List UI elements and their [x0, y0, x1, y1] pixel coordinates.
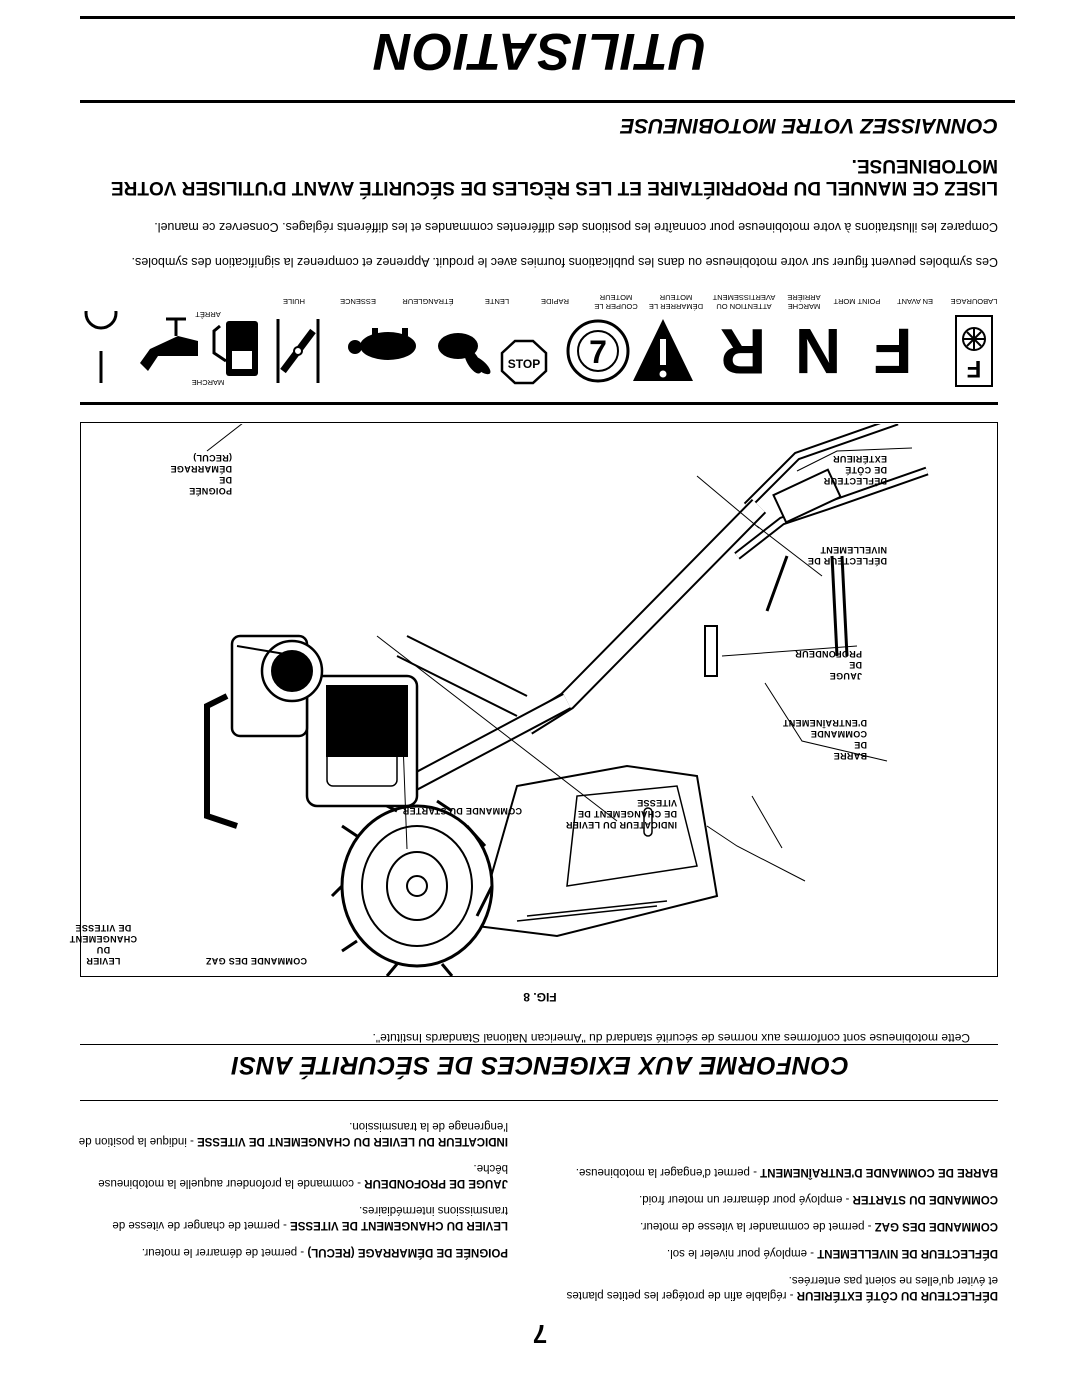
- symbol-label: MARCHE: [191, 378, 225, 387]
- symbol-icons: F F N R 7 STOP: [84, 311, 993, 387]
- section-subtitle: CONNAISSEZ VOTRE MOTOBINEUSE: [620, 114, 998, 137]
- divider: [80, 1044, 998, 1045]
- read-manual-heading: LISEZ CE MANUEL DU PROPRIÉTAIRE ET LES R…: [110, 155, 998, 198]
- figure-label: FIG. 8: [523, 990, 557, 1004]
- definition-item: POIGNÉE DE DÉMARRAGE (RECUL) - permet de…: [141, 1246, 508, 1258]
- choke-icon: [276, 319, 320, 383]
- symbols-row: F F N R 7 STOP: [80, 276, 998, 391]
- page-number: 7: [532, 1319, 548, 1349]
- forward-letter-icon: F: [873, 315, 912, 387]
- symbol-label: LENTE: [484, 297, 510, 306]
- definition-item: LEVIER DU CHANGEMENT DE VITESSE - permet…: [112, 1204, 508, 1231]
- definition-item: DÉFLECTEUR DU CÔTÉ EXTÉRIEUR - réglable …: [566, 1274, 998, 1301]
- reverse-letter-icon: R: [720, 315, 766, 387]
- engine-start-icon: 7: [566, 319, 630, 383]
- definition-item: COMMANDE DES GAZ - permet de commander l…: [640, 1220, 998, 1232]
- divider: [80, 402, 998, 405]
- stop-icon: STOP: [500, 339, 548, 385]
- symbol-label: EN AVANT: [897, 297, 933, 306]
- compare-intro: Comparez les illustrations à votre motob…: [154, 220, 998, 234]
- svg-text:F: F: [967, 355, 982, 382]
- callout-jauge-profondeur: JAUGE DE PROFONDEUR: [794, 649, 862, 681]
- symbol-label: POINT MORT: [833, 297, 881, 306]
- ansi-text: Cette motobineuse sont conformes aux nor…: [372, 1031, 970, 1045]
- callout-indicateur-levier: INDICATEUR DU LEVIER DE CHANGEMENT DE VI…: [565, 798, 677, 830]
- callout-deflecteur-exterieur: DÉFLECTEUR DE CÔTÉ EXTÉRIEUR: [823, 454, 888, 486]
- divider: [80, 1100, 998, 1101]
- definition-item: BARRE DE COMMANDE D'ENTRAÎNEMENT - perme…: [575, 1166, 998, 1178]
- callout-commande-des-gaz: COMMANDE DES GAZ: [205, 956, 307, 966]
- neutral-letter-icon: N: [795, 315, 841, 387]
- symbol-label: MARCHE ARRIÈRE: [787, 293, 821, 311]
- callout-barre-commande: BARRE DE COMMANDE D'ENTRAÎNEMENT: [782, 718, 867, 761]
- symbol-label: ATTENTION OU AVERTISSEMENT: [712, 293, 776, 311]
- oil-icon: [140, 317, 198, 371]
- tiller-drawing: [204, 424, 929, 976]
- definitions-right-column: POIGNÉE DE DÉMARRAGE (RECUL) - permet de…: [78, 1106, 508, 1259]
- symbol-label: ESSENCE: [340, 297, 376, 306]
- warning-icon: [633, 319, 693, 381]
- definitions-left-column: DÉFLECTEUR DU CÔTÉ EXTÉRIEUR - réglable …: [558, 1152, 998, 1302]
- callout-levier-changement: LEVIER DU CHANGEMENT DE VITESSE: [69, 923, 138, 966]
- symbol-label: HUILE: [282, 297, 306, 306]
- symbol-label: LABOURAGE: [950, 297, 998, 306]
- off-icon: [84, 311, 118, 330]
- page-title: UTILISATION: [373, 22, 707, 80]
- ansi-title: CONFORME AUX EXIGENCES DE SÉCURITÉ ANSI: [231, 1051, 849, 1079]
- tiller-figure: COMMANDE DES GAZ LEVIER DU CHANGEMENT DE…: [70, 422, 998, 977]
- definition-item: DÉFLECTEUR DE NIVELLEMENT - employé pour…: [666, 1247, 998, 1259]
- rabbit-icon: [438, 333, 491, 375]
- callout-deflecteur-nivellement: DÉFLECTEUR DE NIVELLEMENT: [807, 545, 887, 566]
- symbol-label: ARRÊT: [195, 310, 221, 319]
- fuel-icon: [212, 321, 258, 376]
- stop-text: STOP: [508, 357, 540, 371]
- callout-poignee-demarrage: POIGNÉE DE DÉMARRAGE (RECUL): [170, 453, 232, 496]
- definition-item: INDICATEUR DU LEVIER DU CHANGEMENT DE VI…: [78, 1120, 508, 1147]
- symbol-label: COUPER LE MOTEUR: [594, 293, 638, 311]
- symbol-label: DÉMARRER LE MOTEUR: [648, 293, 704, 311]
- definition-item: JAUGE DE PROFONDEUR - commande la profon…: [98, 1162, 508, 1189]
- divider: [80, 16, 1015, 19]
- symbols-intro: Ces symboles peuvent figurer sur votre m…: [131, 255, 998, 269]
- symbol-label: RAPIDE: [541, 297, 569, 306]
- symbol-label: ÉTRANGLEUR: [402, 297, 454, 306]
- callout-commande-starter: COMMANDE DU STARTER: [402, 806, 522, 816]
- tilling-icon: F: [955, 315, 993, 387]
- turtle-icon: [348, 328, 416, 360]
- svg-text:7: 7: [589, 334, 607, 370]
- divider: [80, 100, 1015, 103]
- definition-item: COMMANDE DU STARTER - employé pour démar…: [639, 1193, 998, 1205]
